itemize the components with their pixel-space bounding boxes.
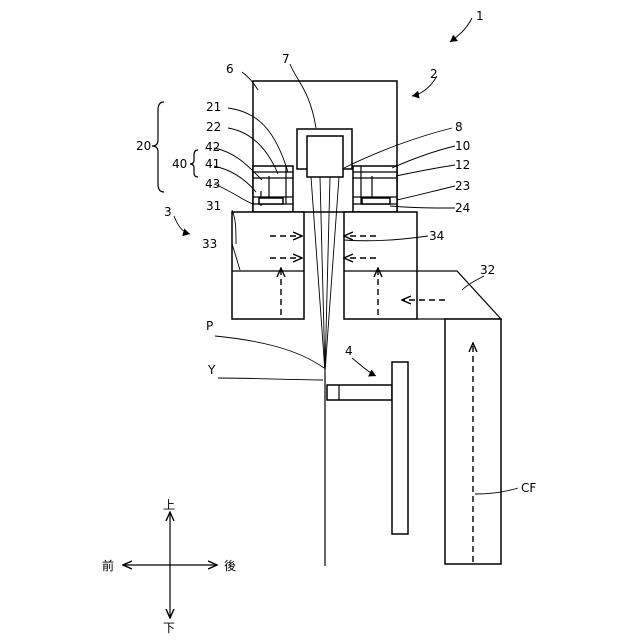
label-40: 40 — [172, 157, 187, 171]
label-7: 7 — [282, 52, 290, 66]
right-mechanism — [353, 166, 397, 212]
direction-down-label: 下 — [163, 621, 175, 635]
label-31: 31 — [206, 199, 221, 213]
label-1: 1 — [476, 9, 484, 23]
label-cf: CF — [521, 481, 536, 495]
label-10: 10 — [455, 139, 470, 153]
label-33: 33 — [202, 237, 217, 251]
label-41: 41 — [205, 157, 220, 171]
label-43: 43 — [205, 177, 220, 191]
direction-back-label: 後 — [224, 559, 236, 573]
label-42: 42 — [205, 140, 220, 154]
label-34: 34 — [429, 229, 444, 243]
label-24: 24 — [455, 201, 470, 215]
label-3: 3 — [164, 205, 172, 219]
lower-unit-3 — [232, 212, 417, 319]
label-12: 12 — [455, 158, 470, 172]
label-y: Y — [207, 363, 216, 377]
direction-cross — [123, 512, 217, 618]
device-7-inner — [307, 136, 343, 177]
label-20: 20 — [136, 139, 151, 153]
direction-up-label: 上 — [163, 498, 175, 512]
label-6: 6 — [226, 62, 234, 76]
label-p: P — [206, 319, 213, 333]
guide-4 — [327, 362, 408, 534]
label-32: 32 — [480, 263, 495, 277]
brace-20 — [152, 102, 164, 192]
label-8: 8 — [455, 120, 463, 134]
brace-40 — [190, 150, 198, 177]
label-4: 4 — [345, 344, 353, 358]
label-23: 23 — [455, 179, 470, 193]
left-mechanism — [253, 166, 293, 212]
label-2: 2 — [430, 67, 438, 81]
label-21: 21 — [206, 100, 221, 114]
duct-32 — [417, 271, 501, 564]
label-22: 22 — [206, 120, 221, 134]
direction-front-label: 前 — [102, 558, 114, 573]
